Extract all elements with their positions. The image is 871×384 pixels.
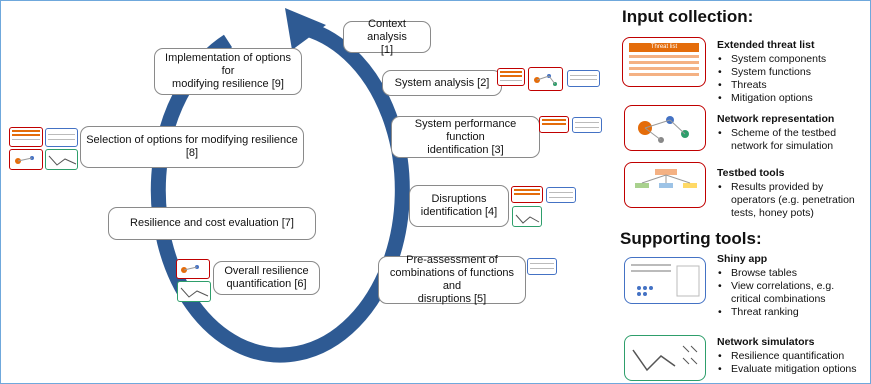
network-simulator-thumbnail: [45, 149, 78, 170]
bullet: System components: [717, 53, 826, 66]
network-representation-image: [624, 105, 706, 151]
threat-list-thumbnail: [497, 68, 525, 86]
network-simulators-bullets: Resilience quantification Evaluate mitig…: [717, 350, 857, 376]
extended-threat-list-image: Threat list: [622, 37, 706, 87]
step-selection-of-options: Selection of options for modifying resil…: [80, 126, 304, 168]
extended-threat-list-bullets: System components System functions Threa…: [717, 53, 826, 105]
network-simulators-title: Network simulators: [717, 336, 815, 348]
bullet: operators (e.g. penetration: [731, 194, 855, 206]
bullet: tests, honey pots): [731, 207, 814, 219]
extended-threat-list-title: Extended threat list: [717, 39, 815, 51]
shiny-app-thumbnail: [567, 70, 600, 87]
network-representation-bullets: Scheme of the testbed network for simula…: [717, 127, 836, 153]
bullet: System functions: [717, 66, 826, 79]
bullet: Browse tables: [717, 267, 834, 280]
network-representation-title: Network representation: [717, 113, 835, 125]
bullet: Evaluate mitigation options: [717, 363, 857, 376]
bullet: network for simulation: [731, 140, 834, 152]
threat-list-thumbnail: [511, 186, 543, 203]
step-system-performance-function: System performance function identificati…: [391, 116, 540, 158]
bullet: Scheme of the testbed: [717, 127, 836, 140]
network-scheme-thumbnail: [9, 149, 43, 170]
step-implementation-of-options: Implementation of options for modifying …: [154, 48, 302, 95]
step-system-analysis: System analysis [2]: [382, 70, 502, 96]
bullet: Threats: [717, 79, 826, 92]
shiny-app-title: Shiny app: [717, 253, 768, 265]
supporting-tools-title: Supporting tools:: [620, 229, 762, 248]
step-resilience-cost-evaluation: Resilience and cost evaluation [7]: [108, 207, 316, 240]
network-simulators-image: [624, 335, 706, 381]
threat-list-thumbnail: [9, 127, 43, 147]
testbed-tools-image: [624, 162, 706, 208]
bullet: Resilience quantification: [717, 350, 857, 363]
step-overall-resilience-quantification: Overall resilience quantification [6]: [213, 261, 320, 295]
shiny-app-bullets: Browse tables View correlations, e.g. cr…: [717, 267, 834, 319]
network-simulator-thumbnail: [177, 281, 211, 302]
threat-list-thumbnail: [539, 116, 569, 133]
network-scheme-thumbnail: [528, 67, 563, 91]
step-pre-assessment: Pre-assessment of combinations of functi…: [378, 254, 526, 305]
network-simulator-thumbnail: [512, 206, 542, 227]
bullet: Threat ranking: [717, 306, 834, 319]
network-scheme-thumbnail: [176, 259, 210, 279]
shiny-app-image: [624, 257, 706, 304]
bullet: Results provided by: [717, 181, 855, 194]
bullet: critical combinations: [731, 293, 826, 305]
input-collection-title: Input collection:: [622, 7, 754, 26]
testbed-tools-bullets: Results provided by operators (e.g. pene…: [717, 181, 855, 220]
shiny-app-thumbnail: [45, 128, 78, 147]
testbed-tools-title: Testbed tools: [717, 167, 785, 179]
bullet: View correlations, e.g.: [717, 280, 834, 293]
shiny-app-thumbnail: [527, 258, 557, 275]
threat-list-header: Threat list: [629, 43, 699, 52]
shiny-app-thumbnail: [572, 117, 602, 133]
cycle-arrowhead: [285, 8, 326, 50]
bullet: Mitigation options: [717, 92, 826, 105]
step-disruptions-identification: Disruptions identification [4]: [409, 185, 509, 227]
shiny-app-thumbnail: [546, 187, 576, 203]
step-context-analysis: Context analysis [1]: [343, 18, 431, 56]
